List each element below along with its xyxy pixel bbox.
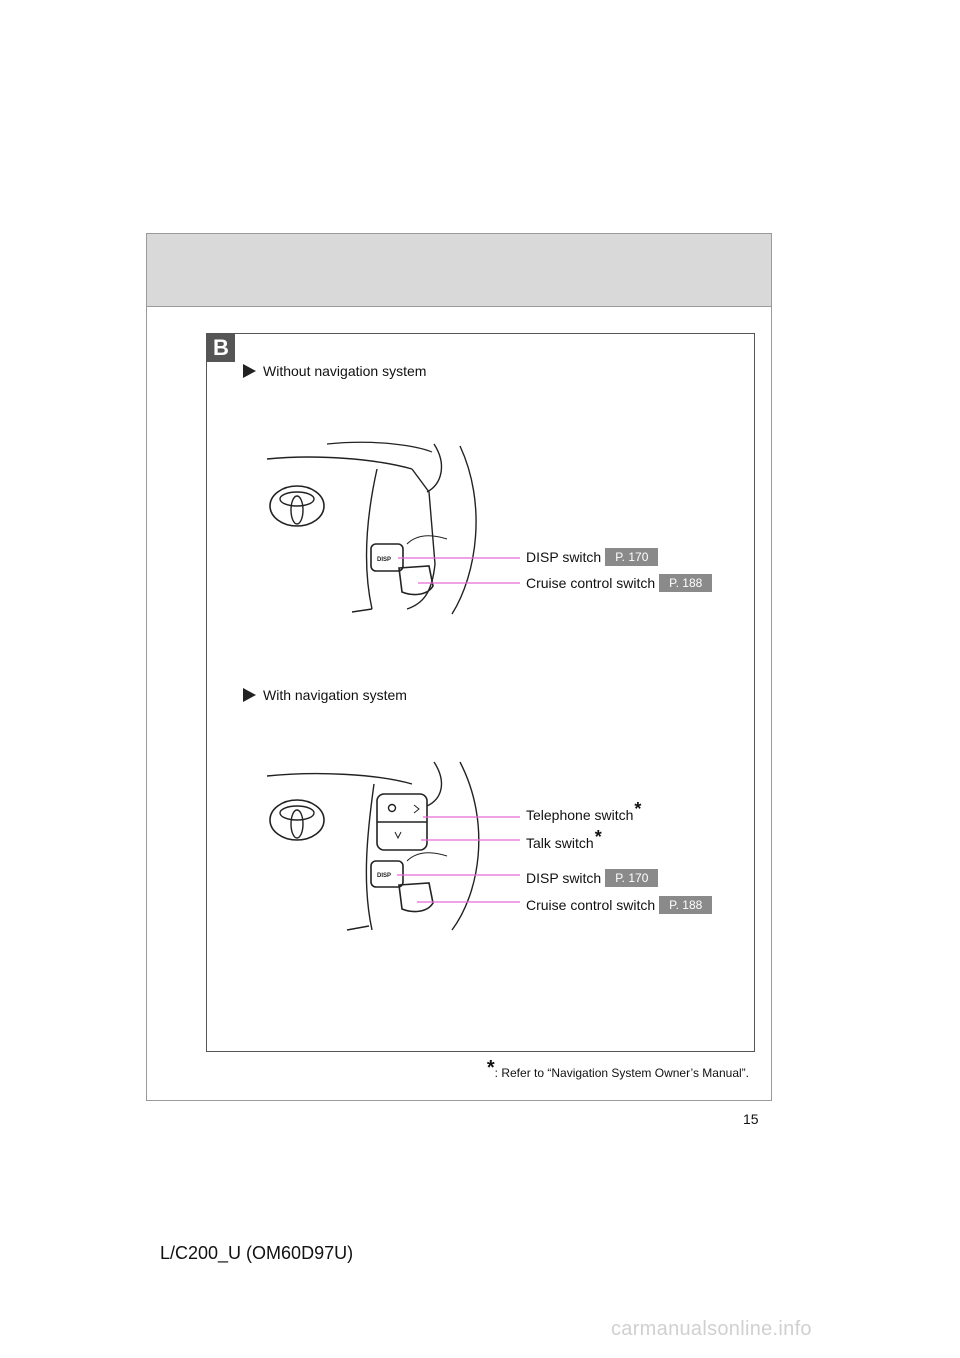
triangle-bullet-icon (243, 364, 256, 378)
footnote-mark: * (486, 1057, 495, 1079)
footnote: *: Refer to “Navigation System Owner’s M… (486, 1057, 749, 1083)
page-ref-badge: P. 188 (659, 574, 713, 592)
callout-label: DISP switch (526, 549, 602, 565)
callout-label: Talk switch (526, 834, 594, 851)
toyota-logo-icon (269, 799, 325, 841)
subheading-with-nav: With navigation system (243, 687, 407, 703)
subheading-without-nav: Without navigation system (243, 363, 426, 379)
triangle-bullet-icon (243, 688, 256, 702)
subheading-without-nav-text: Without navigation system (263, 363, 427, 379)
page-ref-badge: P. 170 (605, 548, 659, 566)
disp-button-text: DISP (377, 873, 391, 879)
telephone-icon (387, 803, 397, 813)
subheading-with-nav-text: With navigation system (263, 687, 407, 703)
callout-label: DISP switch (526, 870, 602, 886)
section-badge: B (207, 334, 235, 362)
steering-wheel-illustration-without-nav: DISP (266, 441, 520, 615)
asterisk-mark: * (634, 799, 642, 819)
disp-button-icon (370, 860, 404, 888)
steering-wheel-illustration-with-nav: DISP (266, 761, 520, 931)
page-number: 15 (743, 1111, 759, 1127)
callout-talk-switch: Talk switch * (526, 827, 602, 853)
toyota-logo-icon (269, 485, 325, 527)
cruise-lever-icon (398, 882, 434, 913)
phone-hook-icon (413, 804, 420, 814)
section-box: B Without navigation system With navigat… (206, 333, 755, 1052)
callout-cruise-control-switch-nav: Cruise control switch P. 188 (526, 896, 713, 914)
callout-disp-switch: DISP switch P. 170 (526, 548, 659, 566)
document-code: L/C200_U (OM60D97U) (160, 1243, 354, 1263)
callout-label: Cruise control switch (526, 575, 656, 591)
callout-cruise-control-switch: Cruise control switch P. 188 (526, 574, 713, 592)
asterisk-mark: * (594, 827, 602, 847)
callout-disp-switch-nav: DISP switch P. 170 (526, 869, 659, 887)
callout-telephone-switch: Telephone switch * (526, 799, 641, 825)
page-frame: B Without navigation system With navigat… (146, 233, 772, 1101)
cruise-lever-icon (398, 565, 434, 596)
page-ref-badge: P. 188 (659, 896, 713, 914)
callout-label: Telephone switch (526, 806, 634, 823)
talk-icon (394, 831, 402, 840)
callout-label: Cruise control switch (526, 897, 656, 913)
footnote-text: : Refer to “Navigation System Owner’s Ma… (494, 1066, 749, 1080)
page-ref-badge: P. 170 (605, 869, 659, 887)
watermark: carmanualsonline.info (611, 1318, 812, 1340)
header-band (147, 234, 771, 307)
disp-button-text: DISP (377, 557, 391, 563)
